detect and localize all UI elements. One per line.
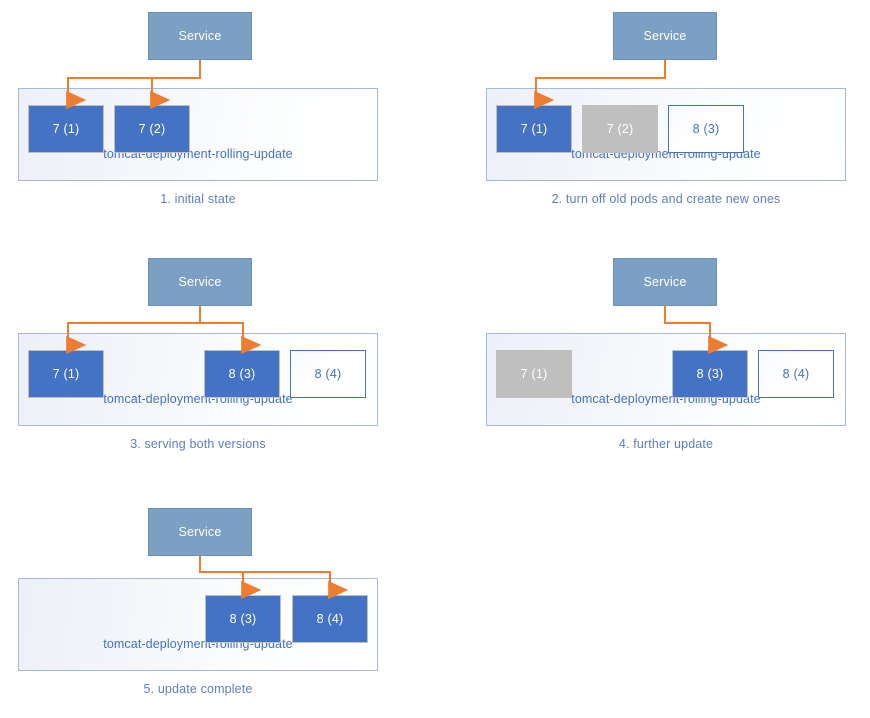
panel-5-pod-8-3: 8 (3): [205, 595, 281, 643]
service-label: Service: [178, 275, 222, 289]
panel-3-caption: 3. serving both versions: [130, 437, 266, 451]
panel-4-caption: 4. further update: [618, 437, 714, 451]
pod-label: 8 (3): [229, 612, 257, 626]
panel-4-pod-8-4: 8 (4): [758, 350, 834, 398]
panel-5-service-box: Service: [148, 508, 252, 556]
pod-label: 7 (2): [138, 122, 166, 136]
panel-4-service-box: Service: [613, 258, 717, 306]
pod-label: 8 (4): [782, 367, 810, 381]
panel-1-service-box: Service: [148, 12, 252, 60]
panel-4-pod-8-3: 8 (3): [672, 350, 748, 398]
pod-label: 7 (2): [606, 122, 634, 136]
service-label: Service: [178, 525, 222, 539]
panel-3-pod-8-3: 8 (3): [204, 350, 280, 398]
service-label: Service: [643, 275, 687, 289]
panel-5-caption: 5. update complete: [143, 682, 253, 696]
pod-label: 8 (4): [316, 612, 344, 626]
panel-1-pod-7-1: 7 (1): [28, 105, 104, 153]
pod-label: 8 (3): [692, 122, 720, 136]
pod-label: 7 (1): [520, 367, 548, 381]
pod-label: 8 (3): [696, 367, 724, 381]
panel-2-caption: 2. turn off old pods and create new ones: [551, 192, 781, 206]
pod-label: 7 (1): [52, 367, 80, 381]
panel-2-pod-8-3: 8 (3): [668, 105, 744, 153]
pod-label: 7 (1): [520, 122, 548, 136]
service-label: Service: [643, 29, 687, 43]
panel-5-pod-8-4: 8 (4): [292, 595, 368, 643]
panel-2-pod-7-1: 7 (1): [496, 105, 572, 153]
panel-1-pod-7-2: 7 (2): [114, 105, 190, 153]
panel-3-pod-7-1: 7 (1): [28, 350, 104, 398]
panel-4-pod-7-1: 7 (1): [496, 350, 572, 398]
panel-1-caption: 1. initial state: [160, 192, 236, 206]
panel-3-service-box: Service: [148, 258, 252, 306]
pod-label: 7 (1): [52, 122, 80, 136]
pod-label: 8 (3): [228, 367, 256, 381]
service-label: Service: [178, 29, 222, 43]
panel-2-service-box: Service: [613, 12, 717, 60]
panel-3-pod-8-4: 8 (4): [290, 350, 366, 398]
pod-label: 8 (4): [314, 367, 342, 381]
panel-2-pod-7-2: 7 (2): [582, 105, 658, 153]
